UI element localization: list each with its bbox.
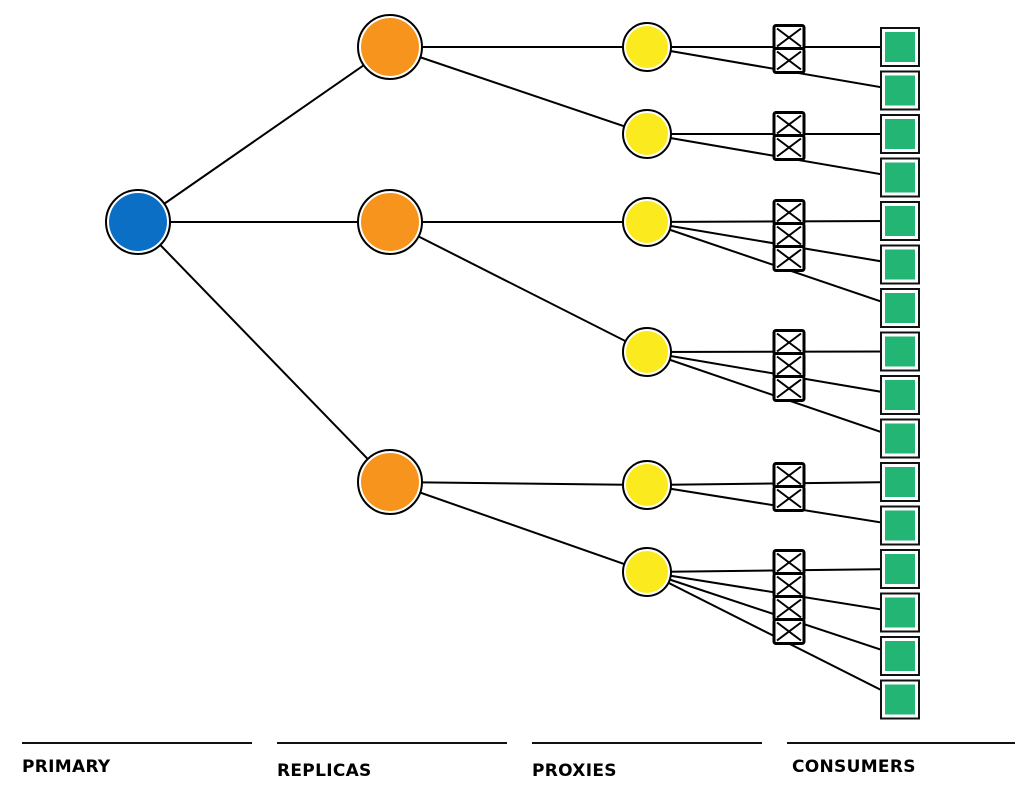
- consumer-node: [880, 679, 920, 720]
- connection-switch-icon: [772, 595, 806, 622]
- proxy-node: [622, 327, 672, 377]
- primary-node: [105, 189, 171, 255]
- consumer-node: [880, 288, 920, 328]
- consumer-node: [880, 549, 920, 589]
- consumer-node: [880, 462, 920, 502]
- connection-switch-icon: [772, 24, 806, 51]
- proxy-node: [622, 197, 672, 247]
- replicas-column-rule: [277, 742, 507, 744]
- consumer-node: [880, 418, 920, 459]
- primary-to-replica-line: [137, 221, 391, 483]
- legend-consumers-label: CONSUMERS: [792, 757, 916, 777]
- consumer-node: [880, 636, 920, 676]
- legend-replicas-label: REPLICAS: [277, 761, 372, 781]
- consumer-node: [880, 244, 920, 285]
- connection-switch-icon: [772, 572, 806, 599]
- connection-switch-icon: [772, 111, 806, 138]
- consumers-column-rule: [787, 742, 1015, 744]
- proxy-node: [622, 460, 672, 510]
- replica-to-proxy-line: [389, 221, 648, 353]
- connection-switch-icon: [772, 329, 806, 356]
- connection-switch-icon: [772, 134, 806, 161]
- consumer-node: [880, 331, 920, 372]
- primary-to-replica-line: [137, 46, 391, 223]
- legend-primary-label: PRIMARY: [22, 757, 111, 777]
- connection-switch-icon: [772, 618, 806, 645]
- replica-to-proxy-line: [389, 481, 648, 573]
- consumer-node: [880, 375, 920, 415]
- consumer-node: [880, 201, 920, 241]
- legend-proxies-label: PROXIES: [532, 761, 617, 781]
- primary-column-rule: [22, 742, 252, 744]
- replica-node: [357, 14, 423, 80]
- proxies-column-rule: [532, 742, 762, 744]
- connection-switch-icon: [772, 462, 806, 489]
- proxy-node: [622, 109, 672, 159]
- diagram-nodes: [105, 14, 920, 720]
- consumer-node: [880, 592, 920, 633]
- connection-switch-icon: [772, 222, 806, 249]
- connection-switch-icon: [772, 485, 806, 512]
- replica-node: [357, 189, 423, 255]
- consumer-node: [880, 114, 920, 154]
- consumer-node: [880, 505, 920, 546]
- proxy-node: [622, 22, 672, 72]
- consumer-node: [880, 27, 920, 67]
- connection-switch-icon: [772, 245, 806, 272]
- connection-switch-icon: [772, 549, 806, 576]
- connection-switch-icon: [772, 47, 806, 74]
- connection-switch-icon: [772, 375, 806, 402]
- replica-to-proxy-line: [389, 46, 648, 135]
- connection-switch-icon: [772, 352, 806, 379]
- connection-switch-icon: [772, 199, 806, 226]
- replica-to-proxy-line: [389, 481, 648, 486]
- replica-node: [357, 449, 423, 515]
- consumer-node: [880, 70, 920, 111]
- proxy-node: [622, 547, 672, 597]
- consumer-node: [880, 157, 920, 198]
